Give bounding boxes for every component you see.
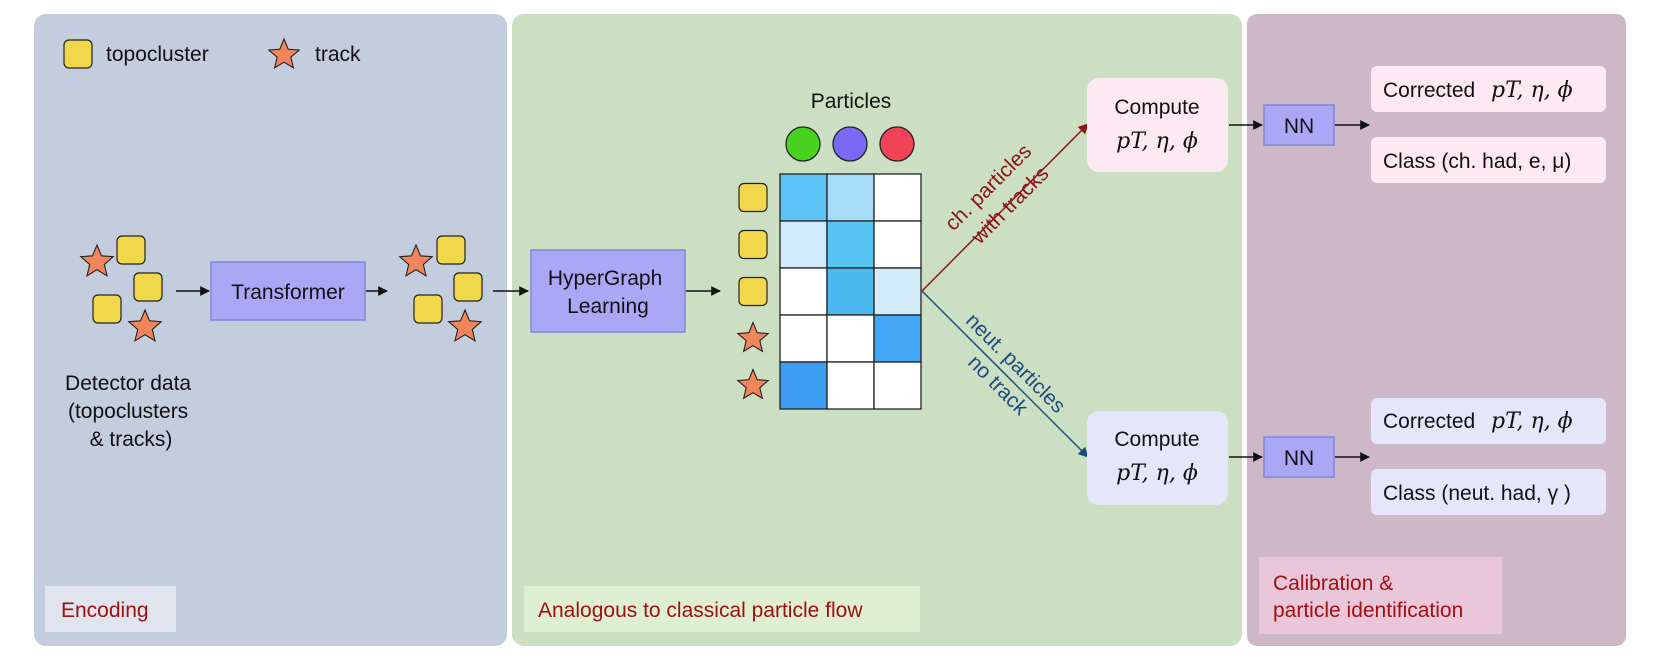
neutral-corrected-math: pT, η, ϕ	[1491, 409, 1573, 434]
neutral-compute-box	[1087, 411, 1228, 505]
charged-nn-block	[1263, 104, 1335, 146]
topocluster-icon	[413, 294, 443, 324]
neutral-branch-arrow	[921, 290, 1089, 458]
track-icon	[447, 308, 483, 342]
charged-corrected-box	[1371, 66, 1606, 112]
incidence-cell	[873, 267, 922, 316]
neutral-compute-label: Compute	[1114, 428, 1199, 451]
neutral-corrected-label: Corrected	[1383, 410, 1475, 433]
particle-circle	[832, 126, 868, 162]
charged-corrected-label: Corrected	[1383, 79, 1475, 102]
hypergraph-learning-label: HyperGraph Learning	[548, 267, 668, 318]
track-legend-icon	[267, 37, 301, 70]
encoded-features	[398, 235, 483, 342]
topocluster-legend-icon	[63, 39, 93, 69]
neutral-compute-math: pT, η, ϕ	[1116, 461, 1198, 486]
encoding-section-label-bg	[45, 586, 176, 632]
topocluster-icon	[738, 229, 768, 260]
track-icon	[398, 243, 434, 277]
particle-flow-section-label: Analogous to classical particle flow	[538, 599, 863, 622]
incidence-cell	[873, 314, 922, 363]
neutral-class-box	[1371, 469, 1606, 515]
incidence-cell	[826, 267, 875, 316]
encoding-section-label: Encoding	[61, 599, 149, 622]
incidence-row-icons	[736, 182, 770, 400]
incidence-cell	[826, 220, 875, 269]
neutral-class-label: Class (neut. had, γ )	[1383, 482, 1571, 505]
track-icon	[736, 321, 770, 353]
topocluster-legend-label: topocluster	[106, 43, 209, 66]
track-icon	[127, 308, 163, 342]
encoding-panel	[34, 14, 507, 646]
topocluster-icon	[453, 272, 483, 302]
charged-branch-arrow	[921, 123, 1089, 292]
topocluster-icon	[436, 235, 466, 265]
incidence-cell	[826, 173, 875, 222]
incidence-cell	[779, 361, 828, 410]
incidence-cell	[873, 173, 922, 222]
incidence-cell	[779, 267, 828, 316]
charged-compute-math: pT, η, ϕ	[1116, 129, 1198, 154]
incidence-cell	[779, 173, 828, 222]
detector-data-label: Detector data (topoclusters & tracks)	[65, 372, 197, 451]
calibration-section-label-bg	[1259, 557, 1502, 634]
track-legend-label: track	[315, 43, 361, 66]
topocluster-icon	[738, 276, 768, 307]
topocluster-icon	[738, 182, 768, 213]
particle-flow-section-label-bg	[524, 586, 920, 632]
incidence-cell	[826, 314, 875, 363]
track-icon	[79, 243, 115, 277]
detector-data-input	[79, 235, 163, 342]
incidence-cell	[826, 361, 875, 410]
neutral-nn-block	[1263, 436, 1335, 478]
particle-circles	[785, 126, 915, 162]
neutral-nn-label: NN	[1284, 447, 1314, 470]
legend: topocluster track	[63, 37, 361, 70]
incidence-cell	[873, 361, 922, 410]
charged-corrected-math: pT, η, ϕ	[1491, 78, 1573, 103]
charged-nn-label: NN	[1284, 115, 1314, 138]
incidence-cell	[779, 220, 828, 269]
transformer-label: Transformer	[231, 281, 345, 304]
hypergraph-learning-block	[530, 249, 686, 333]
charged-compute-label: Compute	[1114, 96, 1199, 119]
incidence-cell	[779, 314, 828, 363]
topocluster-icon	[133, 272, 163, 302]
topocluster-icon	[116, 235, 146, 265]
particle-circle	[879, 126, 915, 162]
charged-class-label: Class (ch. had, e, μ)	[1383, 150, 1571, 173]
charged-compute-box	[1087, 78, 1228, 172]
topocluster-icon	[92, 294, 122, 324]
charged-class-box	[1371, 137, 1606, 183]
particles-title: Particles	[811, 90, 892, 113]
incidence-matrix	[779, 173, 922, 410]
calibration-section-label: Calibration & particle identification	[1273, 572, 1463, 622]
transformer-block	[210, 261, 366, 321]
track-icon	[736, 368, 770, 400]
neutral-corrected-box	[1371, 398, 1606, 444]
incidence-cell	[873, 220, 922, 269]
particle-circle	[785, 126, 821, 162]
